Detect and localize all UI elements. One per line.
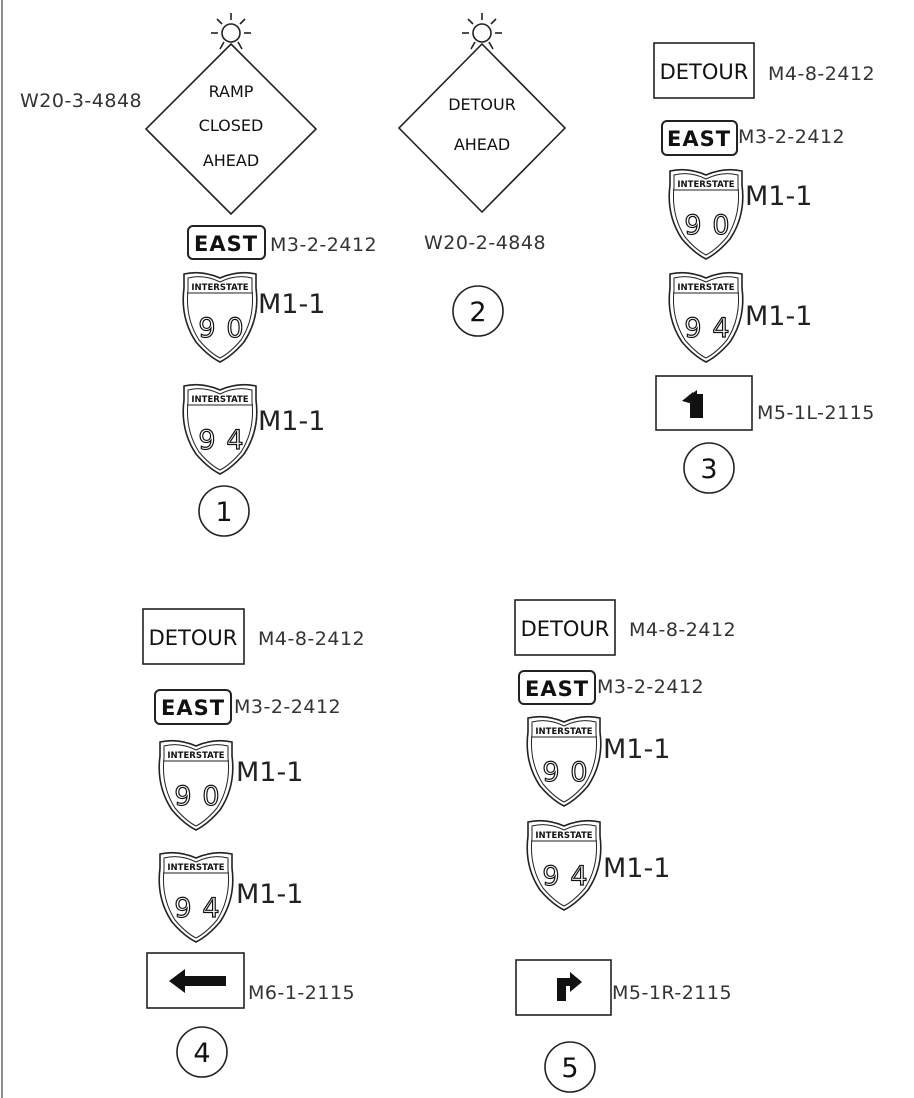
shield-code: M1-1: [745, 301, 812, 332]
diamond-line-1: DETOUR: [448, 95, 516, 114]
shield-digit-2: 0: [712, 210, 729, 241]
shield-digit-1: 9: [174, 781, 191, 812]
arrow-sign-code: M5-1R-2115: [612, 982, 732, 1004]
diamond-line-1: RAMP: [209, 82, 254, 101]
interstate-shield-90: INTERSTATE 9 0: [668, 168, 744, 260]
shield-header: INTERSTATE: [167, 751, 224, 761]
shield-digit-1: 9: [198, 313, 215, 344]
shield-digit-2: 4: [712, 313, 729, 344]
east-sign-code: M3-2-2412: [270, 234, 377, 256]
east-sign-code: M3-2-2412: [597, 676, 704, 698]
detour-sign-text: DETOUR: [521, 617, 610, 641]
shield-digit-1: 9: [684, 210, 701, 241]
group-number-circle: [452, 285, 504, 337]
group-1: RAMP CLOSED AHEAD W20-3-4848 EAST M3-2-2…: [20, 12, 377, 537]
group-3: DETOUR M4-8-2412 EAST M3-2-2412 INTERSTA…: [653, 42, 875, 494]
detour-sign-text: DETOUR: [149, 626, 238, 650]
shield-digit-1: 9: [542, 861, 559, 892]
shield-header: INTERSTATE: [677, 180, 734, 190]
group-number: 3: [700, 454, 717, 485]
group-2: DETOUR AHEAD W20-2-4848 2: [397, 12, 567, 337]
shield-digit-2: 0: [226, 313, 243, 344]
group-number-circle: [198, 485, 250, 537]
shield-header: INTERSTATE: [535, 727, 592, 737]
east-sign-text: EAST: [161, 696, 225, 720]
shield-code: M1-1: [258, 289, 325, 320]
shield-digit-1: 9: [542, 757, 559, 788]
shield-header: INTERSTATE: [167, 863, 224, 873]
group-number-circle: [176, 1026, 228, 1078]
left-turn-arrow-icon: [682, 390, 703, 418]
direction-arrow-sign: [146, 952, 245, 1009]
group-number-circle: [683, 442, 735, 494]
diamond-line-2: CLOSED: [199, 116, 264, 135]
shield-code: M1-1: [258, 406, 325, 437]
shield-header: INTERSTATE: [191, 395, 248, 405]
shield-code: M1-1: [236, 757, 303, 788]
diamond-line-3: AHEAD: [203, 151, 259, 170]
arrow-head: [682, 392, 693, 404]
interstate-shield-90: INTERSTATE 9 0: [158, 739, 234, 831]
left-arrow-icon: [169, 969, 226, 993]
group-number: 5: [561, 1053, 578, 1084]
shield-header: INTERSTATE: [535, 831, 592, 841]
shield-code: M1-1: [745, 181, 812, 212]
shield-digit-2: 4: [202, 893, 219, 924]
group-4: DETOUR M4-8-2412 EAST M3-2-2412 INTERSTA…: [142, 608, 365, 1078]
east-sign-text: EAST: [525, 677, 589, 701]
group-number: 2: [469, 297, 486, 328]
east-sign: [661, 120, 738, 156]
interstate-shield-90: INTERSTATE 9 0: [182, 271, 258, 363]
diamond-line-2: AHEAD: [454, 135, 510, 154]
right-turn-arrow-icon: [557, 972, 582, 1001]
east-sign-text: EAST: [194, 232, 258, 256]
interstate-shield-94: INTERSTATE 9 4: [158, 851, 234, 943]
sign-code-label: W20-2-4848: [424, 232, 546, 254]
east-sign-code: M3-2-2412: [738, 126, 845, 148]
turn-arrow-sign: [515, 959, 612, 1016]
detour-ahead-diamond: [397, 42, 567, 214]
detour-sign: [653, 42, 755, 99]
detour-sign-code: M4-8-2412: [258, 628, 365, 650]
shield-digit-1: 9: [174, 893, 191, 924]
shield-digit-2: 4: [226, 425, 243, 456]
group-number: 1: [215, 497, 232, 528]
interstate-shield-94: INTERSTATE 9 4: [668, 271, 744, 363]
detour-sign-text: DETOUR: [660, 60, 749, 84]
group-5: DETOUR M4-8-2412 EAST M3-2-2412 INTERSTA…: [514, 599, 736, 1093]
shield-digit-2: 0: [202, 781, 219, 812]
shield-digit-2: 0: [570, 757, 587, 788]
shield-header: INTERSTATE: [191, 283, 248, 293]
detour-sign-code: M4-8-2412: [629, 619, 736, 641]
interstate-shield-94: INTERSTATE 9 4: [526, 819, 602, 911]
shield-digit-2: 4: [570, 861, 587, 892]
shield-header: INTERSTATE: [677, 283, 734, 293]
shield-digit-1: 9: [684, 313, 701, 344]
ramp-closed-ahead-diamond: [144, 42, 318, 216]
east-sign: [154, 689, 232, 725]
group-number-circle: [544, 1041, 596, 1093]
arrow-sign-code: M6-1-2115: [248, 982, 355, 1004]
shield-code: M1-1: [236, 879, 303, 910]
sign-code-label: W20-3-4848: [20, 90, 142, 112]
arrow-sign-code: M5-1L-2115: [757, 402, 875, 424]
turn-arrow-sign: [655, 375, 753, 431]
detour-sign: [514, 599, 616, 656]
east-sign-text: EAST: [667, 127, 731, 151]
group-number: 4: [193, 1038, 210, 1069]
detour-sign: [142, 608, 245, 665]
east-sign-code: M3-2-2412: [234, 696, 341, 718]
east-sign: [187, 225, 266, 260]
interstate-shield-90: INTERSTATE 9 0: [526, 715, 602, 807]
east-sign: [518, 670, 596, 705]
interstate-shield-94: INTERSTATE 9 4: [182, 383, 258, 475]
shield-digit-1: 9: [198, 425, 215, 456]
detour-sign-code: M4-8-2412: [768, 63, 875, 85]
shield-code: M1-1: [603, 853, 670, 884]
shield-code: M1-1: [603, 734, 670, 765]
